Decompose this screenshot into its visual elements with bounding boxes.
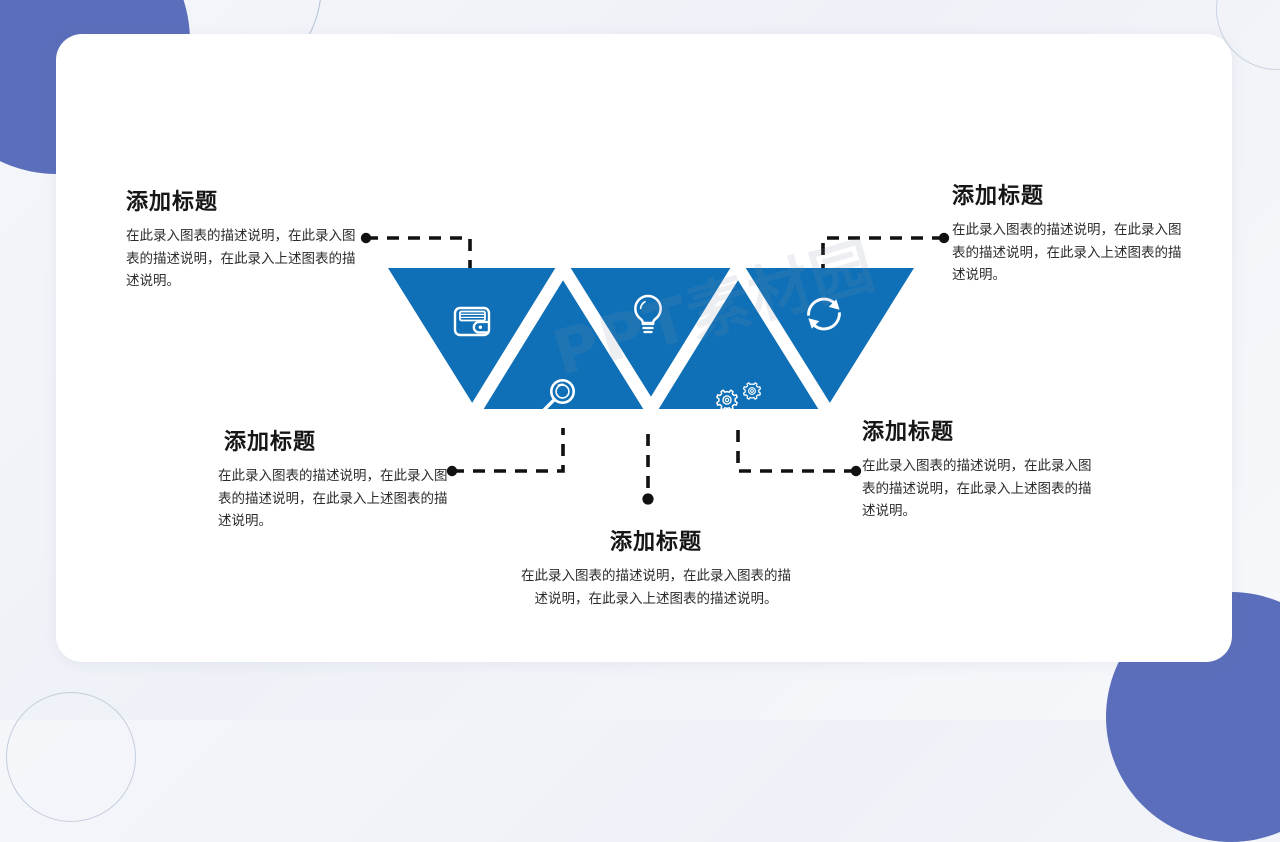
infographic-stage: PPT素材园 添加标题 在此录入图表的描述说明，在此录入图表的描述说明，在此录入… <box>126 178 1188 610</box>
label-block-top-right: 添加标题 在此录入图表的描述说明，在此录入图表的描述说明，在此录入上述图表的描述… <box>952 178 1188 287</box>
label-block-bottom-left: 添加标题 在此录入图表的描述说明，在此录入图表的描述说明，在此录入上述图表的描述… <box>218 424 450 533</box>
connector-bottom-left <box>452 428 565 473</box>
triangle-step-1 <box>388 268 564 409</box>
triangle-step-3 <box>563 268 739 409</box>
connector-dot-top-left <box>360 232 372 244</box>
triangle-step-4 <box>650 268 826 409</box>
label-block-bottom-center: 添加标题 在此录入图表的描述说明，在此录入图表的描述说明，在此录入上述图表的描述… <box>520 524 792 610</box>
label-block-top-left: 添加标题 在此录入图表的描述说明，在此录入图表的描述说明，在此录入上述图表的描述… <box>126 184 358 293</box>
label-body-bottom-left: 在此录入图表的描述说明，在此录入图表的描述说明，在此录入上述图表的描述说明。 <box>218 468 448 530</box>
triangle-step-2 <box>475 268 651 409</box>
triangle-step-5 <box>738 268 914 409</box>
label-body-bottom-center: 在此录入图表的描述说明，在此录入图表的描述说明，在此录入上述图表的描述说明。 <box>521 568 791 607</box>
label-body-top-left: 在此录入图表的描述说明，在此录入图表的描述说明，在此录入上述图表的描述说明。 <box>126 228 356 290</box>
label-body-bottom-right: 在此录入图表的描述说明，在此录入图表的描述说明，在此录入上述图表的描述说明。 <box>862 458 1092 520</box>
label-title-top-left: 添加标题 <box>126 190 219 215</box>
label-title-top-right: 添加标题 <box>952 184 1045 209</box>
diagram-canvas <box>360 232 950 505</box>
connector-bottom-right <box>736 428 856 473</box>
label-title-bottom-center: 添加标题 <box>609 530 702 555</box>
connector-dot-top-right <box>938 232 950 244</box>
label-title-bottom-right: 添加标题 <box>862 420 955 445</box>
connector-dot-bottom-left <box>446 465 458 477</box>
label-body-top-right: 在此录入图表的描述说明，在此录入图表的描述说明，在此录入上述图表的描述说明。 <box>952 222 1182 284</box>
connector-dot-bottom-center <box>642 493 654 505</box>
label-block-bottom-right: 添加标题 在此录入图表的描述说明，在此录入图表的描述说明，在此录入上述图表的描述… <box>862 414 1098 523</box>
connector-dot-bottom-right <box>850 465 862 477</box>
label-title-bottom-left: 添加标题 <box>224 430 317 455</box>
